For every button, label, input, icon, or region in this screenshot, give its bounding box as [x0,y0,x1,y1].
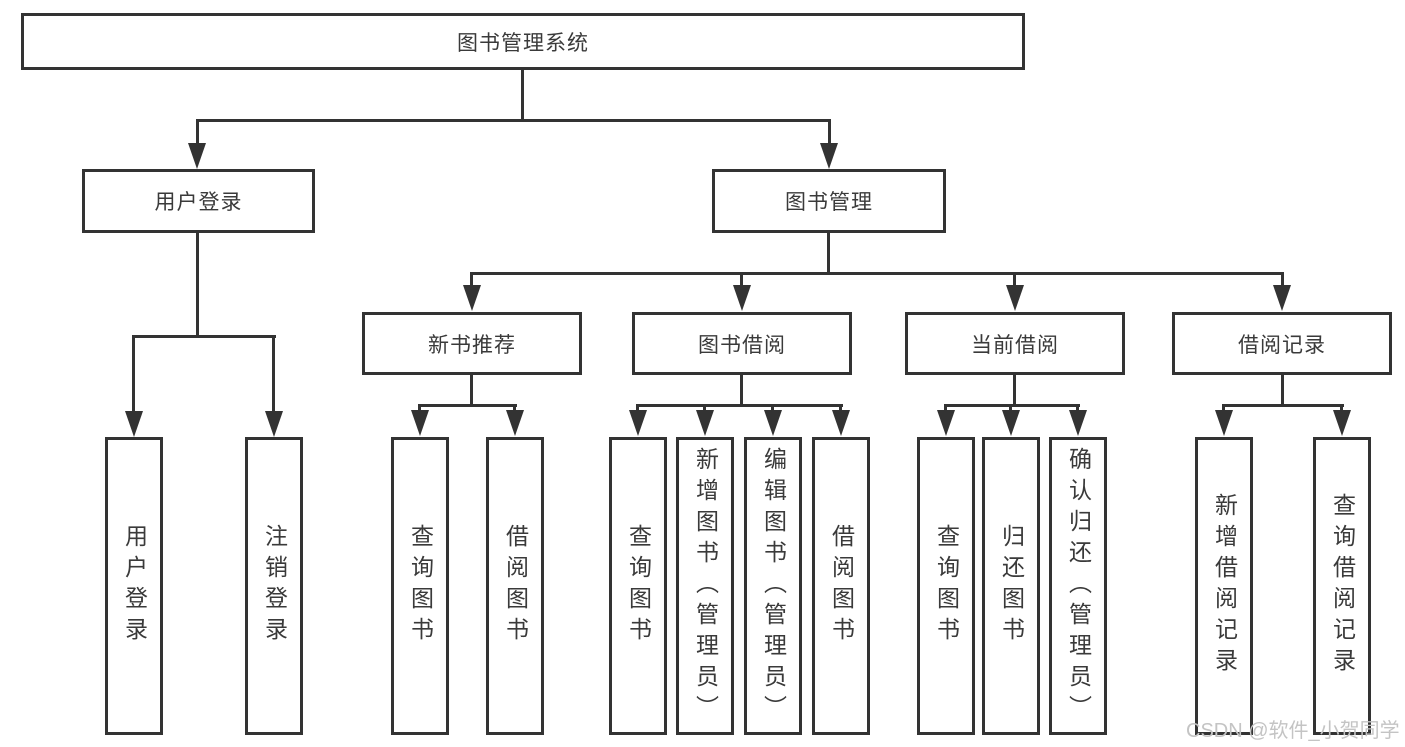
connector-line [470,375,473,407]
arrow-down-icon [411,410,429,436]
leaf-add-books-admin: 新增图书（管理员） [676,437,734,735]
connector-line [839,404,842,413]
connector-line [1222,404,1225,413]
connector-line [828,119,831,147]
csdn-watermark: CSDN @软件_小贺同学 [1186,720,1400,742]
arrow-down-icon [937,410,955,436]
leaf-logout: 注销登录 [245,437,303,735]
node-borrow-records-label: 借阅记录 [1238,333,1326,357]
node-current-borrow-label: 当前借阅 [971,333,1059,357]
node-book-borrow: 图书借阅 [632,312,852,375]
arrow-down-icon [1069,410,1087,436]
leaf-query-books-2-label: 查询图书 [625,524,652,648]
arrow-down-icon [696,410,714,436]
connector-line [196,233,199,338]
leaf-query-borrow-record-label: 查询借阅记录 [1329,493,1356,679]
node-book-borrow-label: 图书借阅 [698,333,786,357]
leaf-query-books-1: 查询图书 [391,437,449,735]
leaf-logout-label: 注销登录 [261,524,288,648]
leaf-edit-books-admin-label: 编辑图书（管理员） [760,446,787,726]
connector-line [132,335,135,415]
arrow-down-icon [506,410,524,436]
arrow-down-icon [463,285,481,311]
connector-line [132,335,276,338]
leaf-confirm-return-admin: 确认归还（管理员） [1049,437,1107,735]
arrow-down-icon [1273,285,1291,311]
connector-line [513,404,516,413]
connector-line [1281,375,1284,407]
leaf-return-books-label: 归还图书 [998,524,1025,648]
arrow-down-icon [629,410,647,436]
leaf-borrow-books-1: 借阅图书 [486,437,544,735]
connector-line [419,404,517,407]
arrow-down-icon [265,411,283,437]
arrow-down-icon [1333,410,1351,436]
arrow-down-icon [188,143,206,169]
arrow-down-icon [820,143,838,169]
leaf-query-books-1-label: 查询图书 [407,524,434,648]
node-new-book-rec: 新书推荐 [362,312,582,375]
connector-line [944,404,947,413]
connector-line [1013,272,1016,288]
node-user-login: 用户登录 [82,169,315,233]
connector-line [740,272,743,288]
connector-line [521,70,524,122]
leaf-borrow-books-1-label: 借阅图书 [502,524,529,648]
leaf-return-books: 归还图书 [982,437,1040,735]
leaf-query-borrow-record: 查询借阅记录 [1313,437,1371,735]
node-root-label: 图书管理系统 [457,31,589,55]
leaf-query-books-3: 查询图书 [917,437,975,735]
leaf-add-borrow-record: 新增借阅记录 [1195,437,1253,735]
connector-line [1013,375,1016,407]
connector-line [1281,272,1284,288]
node-book-mgmt: 图书管理 [712,169,946,233]
leaf-user-login-label: 用户登录 [121,524,148,648]
connector-line [196,119,831,122]
connector-line [272,335,275,415]
leaf-borrow-books-2-label: 借阅图书 [828,524,855,648]
connector-line [1223,404,1344,407]
connector-line [418,404,421,413]
connector-line [703,404,706,413]
leaf-edit-books-admin: 编辑图书（管理员） [744,437,802,735]
arrow-down-icon [832,410,850,436]
node-book-mgmt-label: 图书管理 [785,191,873,214]
connector-line [470,272,473,288]
connector-line [1076,404,1079,413]
arrow-down-icon [1002,410,1020,436]
connector-line [945,404,1080,407]
leaf-add-borrow-record-label: 新增借阅记录 [1211,493,1238,679]
leaf-user-login: 用户登录 [105,437,163,735]
node-current-borrow: 当前借阅 [905,312,1125,375]
arrow-down-icon [764,410,782,436]
leaf-query-books-2: 查询图书 [609,437,667,735]
connector-line [827,233,830,275]
leaf-borrow-books-2: 借阅图书 [812,437,870,735]
connector-line [470,272,1284,275]
arrow-down-icon [125,411,143,437]
arrow-down-icon [1215,410,1233,436]
node-root: 图书管理系统 [21,13,1025,70]
arrow-down-icon [1006,285,1024,311]
connector-line [1009,404,1012,413]
node-borrow-records: 借阅记录 [1172,312,1392,375]
leaf-query-books-3-label: 查询图书 [933,524,960,648]
arrow-down-icon [733,285,751,311]
connector-line [740,375,743,407]
connector-line [1340,404,1343,413]
connector-line [636,404,639,413]
leaf-add-books-admin-label: 新增图书（管理员） [692,446,719,726]
node-user-login-label: 用户登录 [154,191,243,214]
node-new-book-rec-label: 新书推荐 [428,333,516,357]
leaf-confirm-return-admin-label: 确认归还（管理员） [1065,446,1092,726]
connector-line [637,404,843,407]
connector-line [771,404,774,413]
connector-line [196,119,199,147]
